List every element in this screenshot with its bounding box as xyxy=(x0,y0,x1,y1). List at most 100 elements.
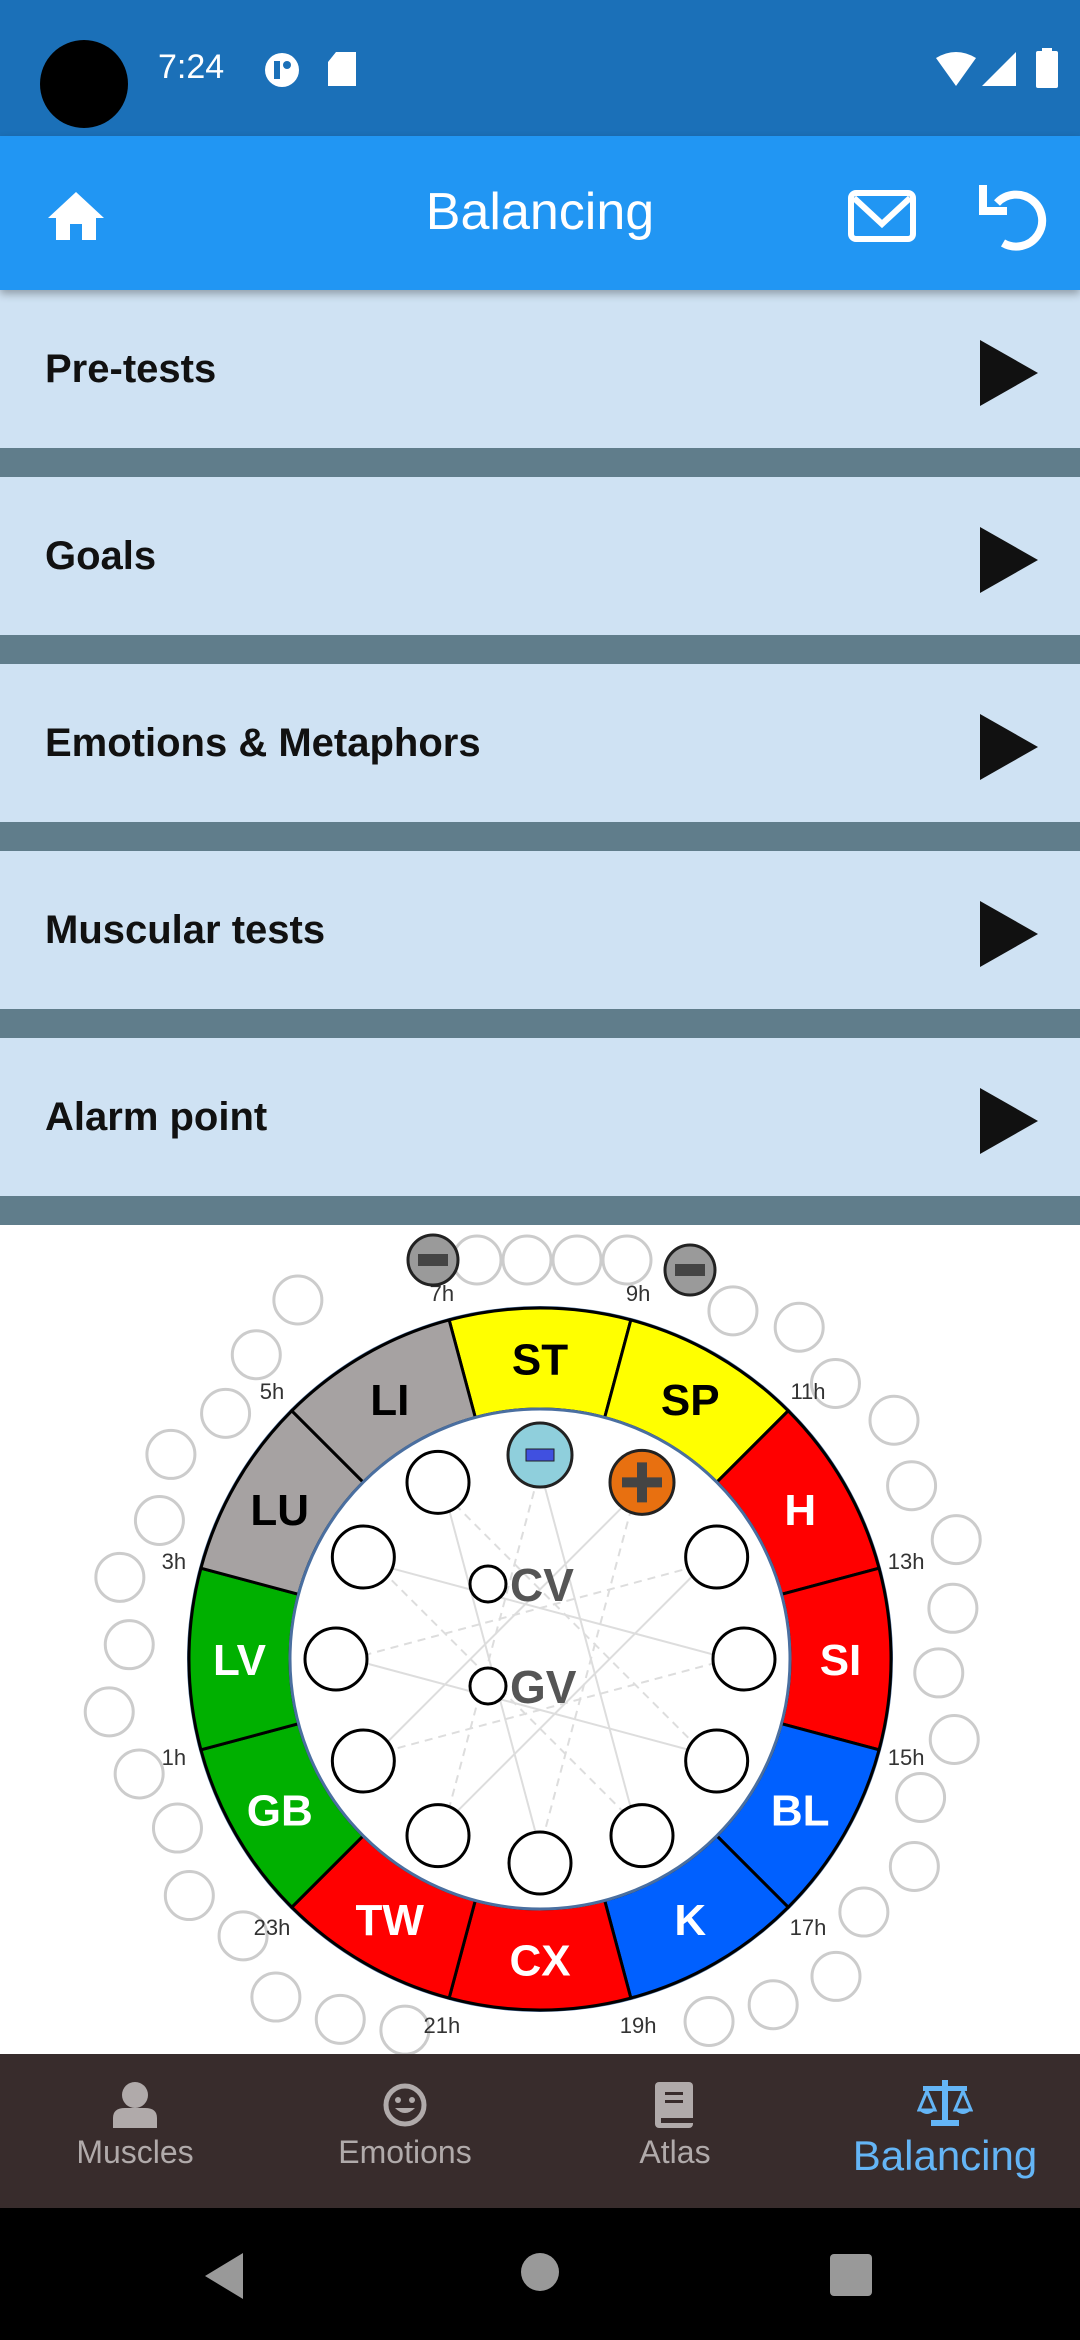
play-icon xyxy=(980,714,1038,780)
meridian-point[interactable] xyxy=(405,1449,471,1515)
outer-point xyxy=(163,1870,215,1922)
outer-point xyxy=(113,1748,165,1800)
scale-icon xyxy=(917,2080,973,2126)
home-button[interactable] xyxy=(36,176,116,256)
meridian-label: SP xyxy=(661,1376,720,1425)
outer-point xyxy=(451,1234,503,1286)
nav-label: Balancing xyxy=(852,2132,1038,2179)
email-button[interactable] xyxy=(842,176,922,256)
outer-point xyxy=(913,1647,965,1699)
nav-emotions[interactable]: Emotions xyxy=(270,2054,540,2208)
outer-point xyxy=(747,1979,799,2031)
outer-point xyxy=(895,1772,947,1824)
page-title: Balancing xyxy=(425,183,655,241)
nav-label: Atlas xyxy=(639,2134,711,2170)
meridian-point[interactable] xyxy=(330,1524,396,1590)
outer-point xyxy=(930,1514,982,1566)
outer-point xyxy=(810,1950,862,2002)
undo-icon xyxy=(979,185,1047,251)
app-bar: Balancing xyxy=(0,136,1080,290)
back-icon[interactable] xyxy=(205,2253,245,2299)
section-label: Pre-tests xyxy=(45,346,217,391)
home-icon xyxy=(48,192,104,240)
hour-label: 1h xyxy=(162,1745,186,1770)
outer-point xyxy=(928,1714,980,1766)
hour-label: 17h xyxy=(790,1915,827,1940)
minus-marker-left[interactable] xyxy=(406,1233,460,1287)
minus-marker-right[interactable] xyxy=(663,1243,717,1297)
nav-muscles[interactable]: Muscles xyxy=(0,2054,270,2208)
recents-icon[interactable] xyxy=(830,2254,872,2296)
outer-point xyxy=(133,1494,185,1546)
camera-cutout xyxy=(40,40,128,128)
meridian-label: TW xyxy=(356,1896,425,1945)
gv-point[interactable] xyxy=(468,1666,508,1706)
outer-point xyxy=(272,1274,324,1326)
play-icon xyxy=(980,901,1038,967)
status-bar: 7:24 xyxy=(0,0,1080,136)
home-nav-icon[interactable] xyxy=(520,2252,560,2292)
meridian-point[interactable] xyxy=(303,1626,369,1692)
outer-point xyxy=(145,1428,197,1480)
outer-point xyxy=(94,1551,146,1603)
hour-label: 3h xyxy=(162,1549,186,1574)
section-label: Muscular tests xyxy=(45,907,326,952)
cv-label: CV xyxy=(510,1559,574,1611)
section-pre-tests[interactable]: Pre-tests xyxy=(0,290,1080,448)
meridian-label: H xyxy=(784,1486,816,1535)
outer-point xyxy=(868,1394,920,1446)
hour-label: 15h xyxy=(888,1745,925,1770)
outer-point xyxy=(501,1234,553,1286)
outer-point xyxy=(379,2004,431,2054)
play-icon xyxy=(980,1088,1038,1154)
meridian-label: LV xyxy=(213,1636,267,1685)
mail-icon xyxy=(848,190,916,242)
nav-atlas[interactable]: Atlas xyxy=(540,2054,810,2208)
nav-balancing[interactable]: Balancing xyxy=(810,2054,1080,2208)
wifi-icon xyxy=(936,52,976,86)
meridian-point[interactable] xyxy=(507,1830,573,1896)
meridian-point[interactable] xyxy=(405,1803,471,1869)
outer-point xyxy=(838,1886,890,1938)
sd-card-icon xyxy=(328,52,356,86)
outer-point xyxy=(230,1329,282,1381)
play-icon xyxy=(980,527,1038,593)
notification-icon xyxy=(265,53,299,87)
outer-point xyxy=(927,1582,979,1634)
section-alarm-point[interactable]: Alarm point xyxy=(0,1038,1080,1196)
outer-point xyxy=(707,1285,759,1337)
meridian-label: LU xyxy=(250,1486,309,1535)
section-label: Goals xyxy=(45,533,157,578)
system-navigation-bar xyxy=(0,2208,1080,2340)
play-icon xyxy=(980,340,1038,406)
nav-label: Emotions xyxy=(338,2134,472,2170)
outer-point xyxy=(200,1387,252,1439)
outer-point xyxy=(103,1619,155,1671)
meridian-label: K xyxy=(674,1896,706,1945)
section-emotions-metaphors[interactable]: Emotions & Metaphors xyxy=(0,664,1080,822)
meridian-point[interactable] xyxy=(684,1524,750,1590)
meridian-point[interactable] xyxy=(609,1803,675,1869)
reset-button[interactable] xyxy=(974,176,1054,256)
hour-label: 23h xyxy=(254,1915,291,1940)
meridian-label: GB xyxy=(247,1786,313,1835)
meridian-label: BL xyxy=(771,1786,830,1835)
meridian-point[interactable] xyxy=(711,1626,777,1692)
hour-label: 21h xyxy=(424,2013,461,2038)
outer-point xyxy=(773,1301,825,1353)
status-time: 7:24 xyxy=(158,48,225,86)
section-muscular-tests[interactable]: Muscular tests xyxy=(0,851,1080,1009)
hour-label: 13h xyxy=(888,1549,925,1574)
smiley-icon xyxy=(383,2083,427,2127)
meridian-point[interactable] xyxy=(330,1728,396,1794)
meridian-point[interactable] xyxy=(684,1728,750,1794)
cv-point[interactable] xyxy=(468,1564,508,1604)
hour-label: 11h xyxy=(790,1379,825,1404)
meridian-label: SI xyxy=(820,1636,862,1685)
outer-point xyxy=(314,1993,366,2045)
outer-point xyxy=(217,1910,269,1962)
section-goals[interactable]: Goals xyxy=(0,477,1080,635)
section-label: Alarm point xyxy=(45,1094,268,1139)
outer-point xyxy=(250,1971,302,2023)
